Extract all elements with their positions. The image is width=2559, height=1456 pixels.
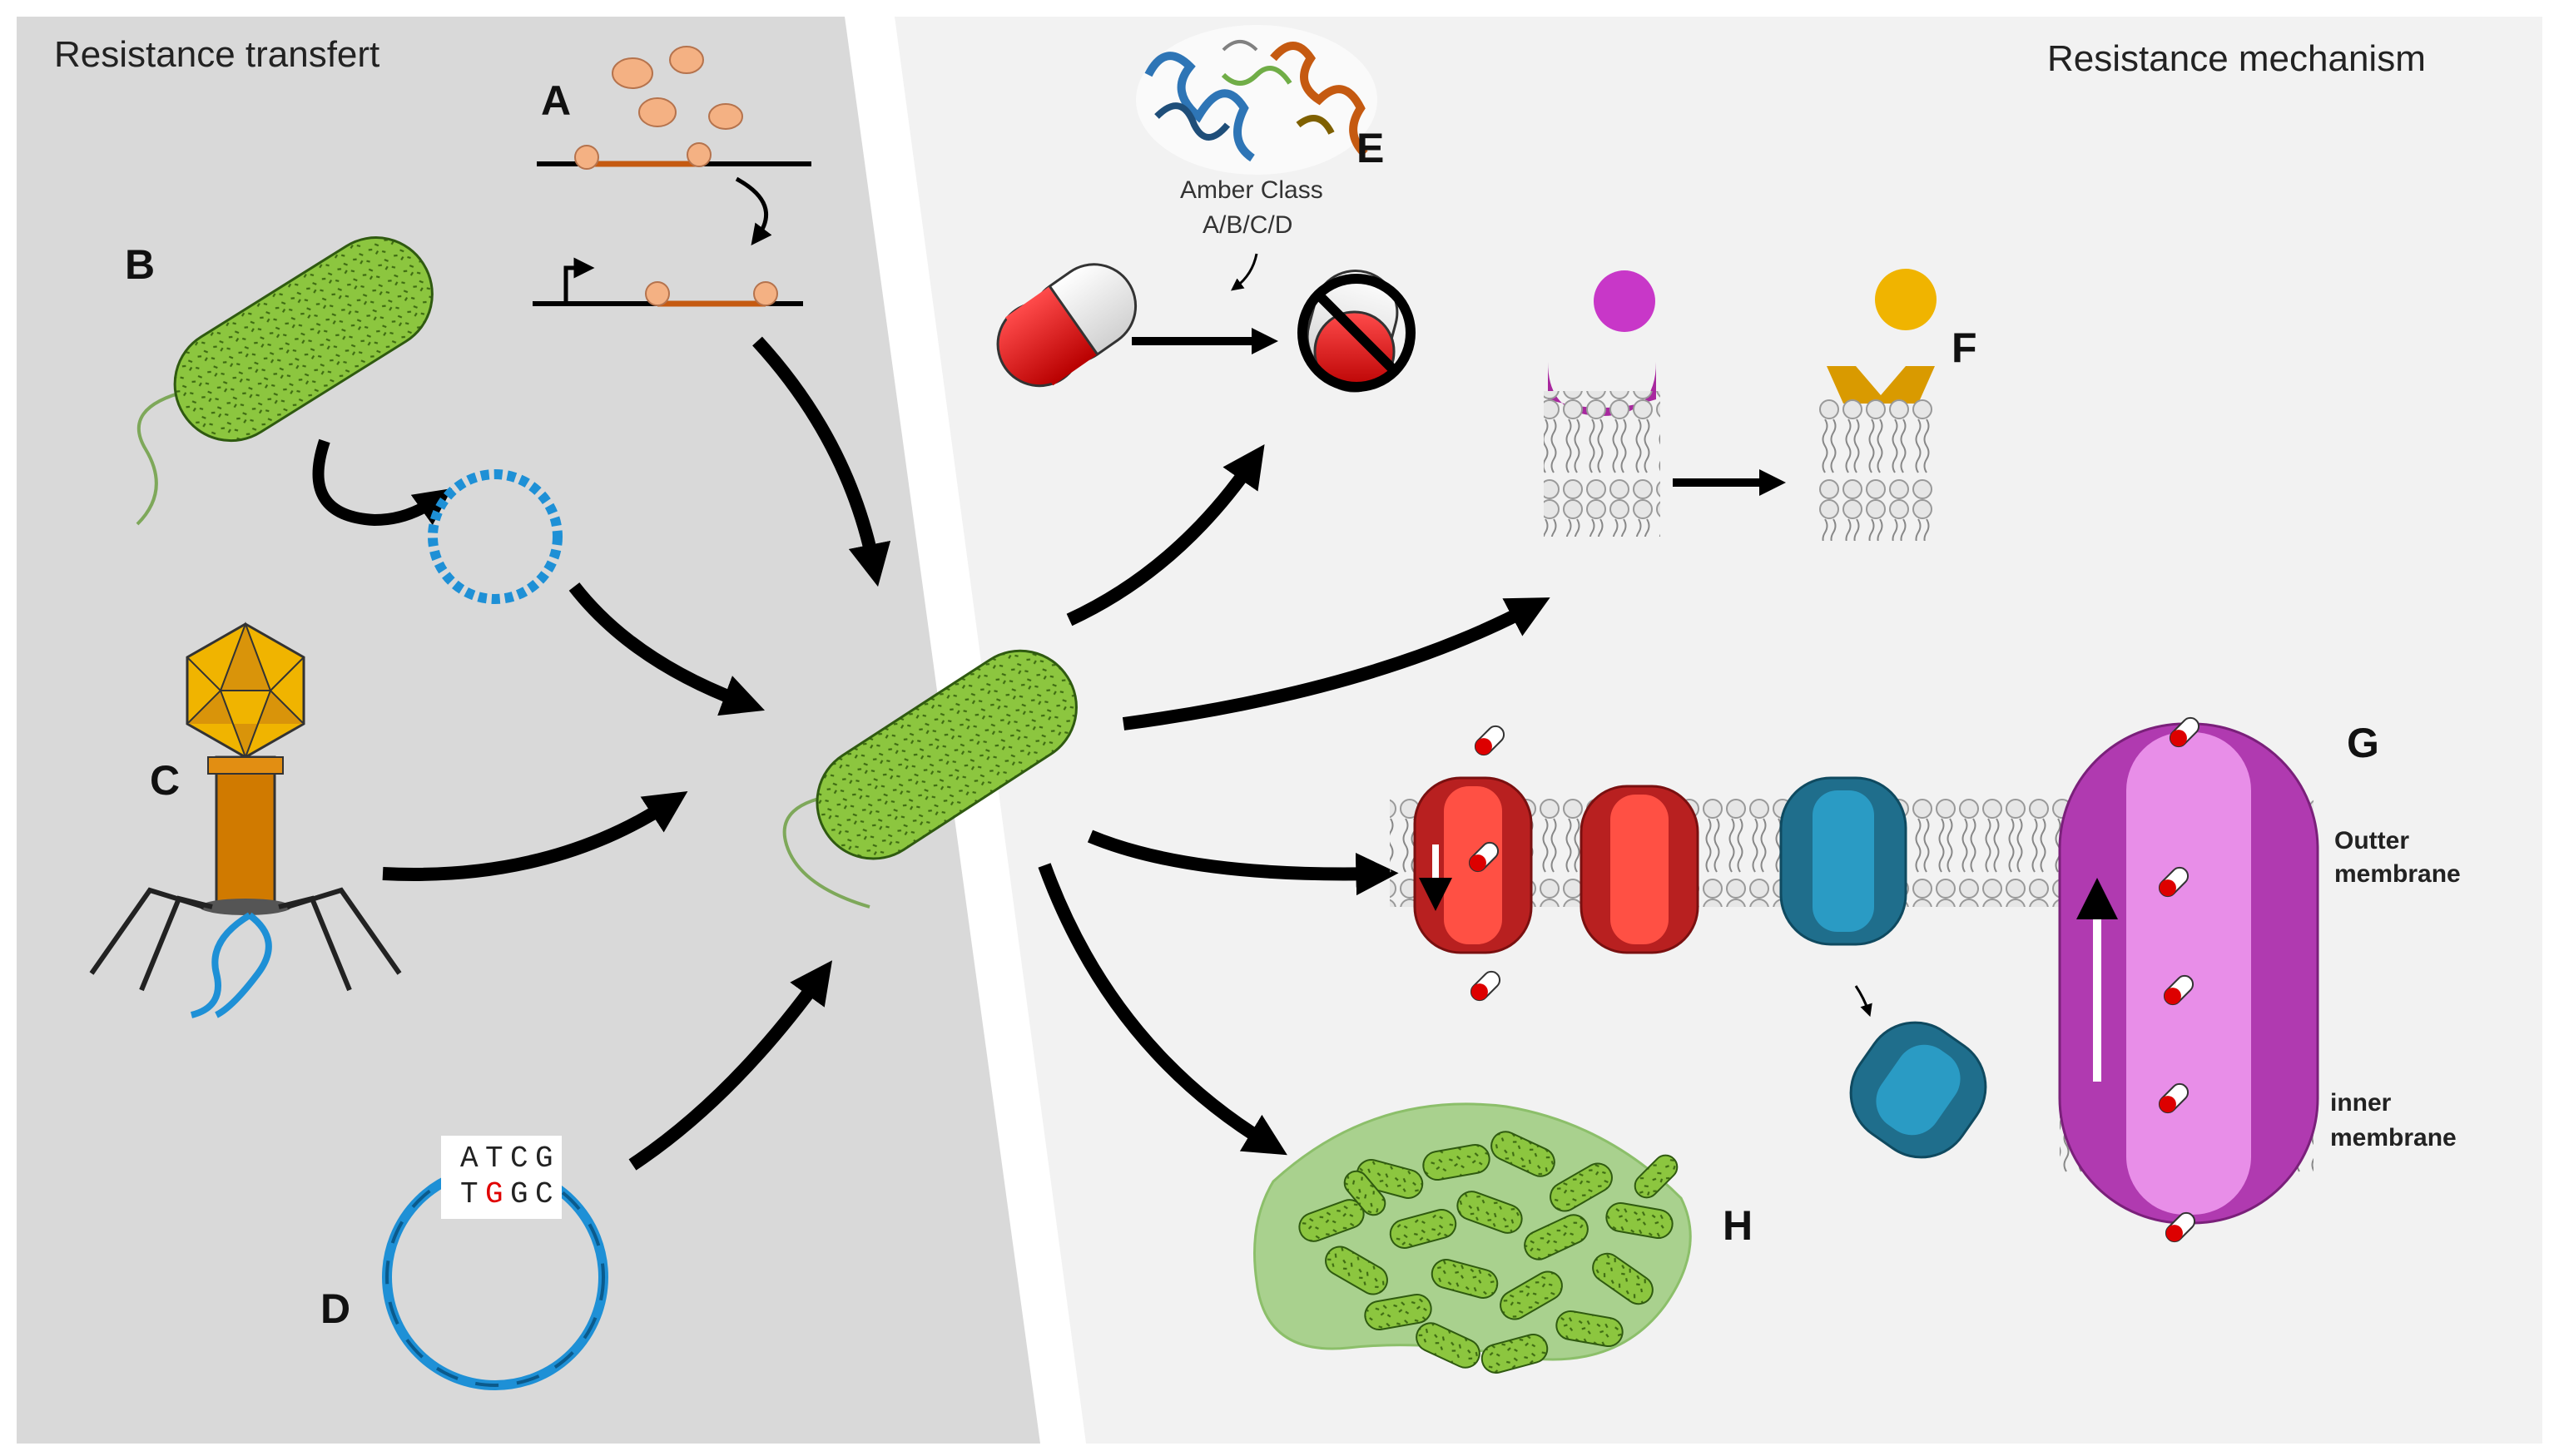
mechanism-panel [895, 17, 2542, 1444]
label-a: A [541, 77, 571, 124]
detached-porin [1849, 1021, 1987, 1159]
arrow-a-to-center [752, 336, 891, 587]
label-f: F [1951, 324, 1977, 371]
label-e: E [1356, 125, 1384, 171]
dna-top-3: G [535, 1142, 553, 1176]
target-modification [1544, 269, 1937, 541]
antibiotic-pill [1470, 970, 1501, 1002]
arrow-to-h [1038, 863, 1287, 1156]
dna-bottom-2: G [510, 1177, 528, 1211]
enzyme-label-line2: A/B/C/D [1203, 211, 1292, 239]
antibiotic-pill [2163, 974, 2194, 1006]
antibiotic-pill [2158, 866, 2190, 898]
antibiotic-pill [2158, 1082, 2190, 1114]
donor-bacterium [136, 236, 434, 526]
dna-bottom-1-mutation: G [485, 1177, 503, 1211]
label-g: G [2347, 720, 2379, 766]
transposon-a [533, 46, 811, 307]
central-bacterium [782, 649, 1078, 909]
dna-bottom-0: T [460, 1177, 479, 1211]
porin-3 [1779, 776, 1907, 946]
antibiotic-pill [1474, 725, 1505, 756]
arrow-c-to-center [382, 790, 688, 881]
arrow-to-f [1122, 597, 1550, 730]
label-b: B [125, 241, 155, 288]
arrow-d-to-center [628, 960, 833, 1171]
arrow-to-e [1066, 443, 1265, 626]
b-curve-arrow [312, 438, 453, 527]
antibiotic-capsule [996, 263, 1138, 388]
label-d: D [320, 1285, 350, 1332]
antibiotic-pill [2169, 716, 2200, 748]
antibiotic-pill [1468, 841, 1500, 873]
antibiotic-pill [2165, 1211, 2196, 1243]
label-c: C [150, 757, 180, 804]
dna-top-2: C [510, 1142, 528, 1176]
enzyme-label-line1: Amber Class [1180, 176, 1323, 204]
arrow-to-g [1087, 830, 1399, 896]
outer-membrane-label-1: Outter [2334, 827, 2409, 854]
porin-release-arrow [1854, 985, 1872, 1018]
beta-lactamase-structure [1136, 25, 1377, 175]
inner-membrane-label-1: inner [2330, 1089, 2392, 1117]
porin-2 [1580, 785, 1699, 954]
outer-membrane-label-2: membrane [2334, 860, 2461, 888]
enzyme-small-arrow [1231, 253, 1258, 291]
left-title: Resistance transfert [54, 34, 379, 75]
dna-bottom-3: C [535, 1177, 553, 1211]
plasmid [428, 469, 563, 604]
bacteriophage [89, 622, 402, 1018]
dna-sequence-box: A T C G T G G C [460, 1142, 553, 1211]
right-title: Resistance mechanism [2047, 38, 2426, 79]
inner-membrane-label-2: membrane [2330, 1124, 2457, 1151]
biofilm [1253, 1102, 1692, 1374]
mutated-plasmid [382, 1136, 608, 1390]
dna-top-1: T [485, 1142, 503, 1176]
label-h: H [1723, 1202, 1753, 1249]
dna-top-0: A [460, 1142, 479, 1176]
arrow-b-to-center [568, 582, 766, 716]
efflux-pump [2058, 722, 2319, 1225]
degraded-capsule [1297, 270, 1416, 393]
